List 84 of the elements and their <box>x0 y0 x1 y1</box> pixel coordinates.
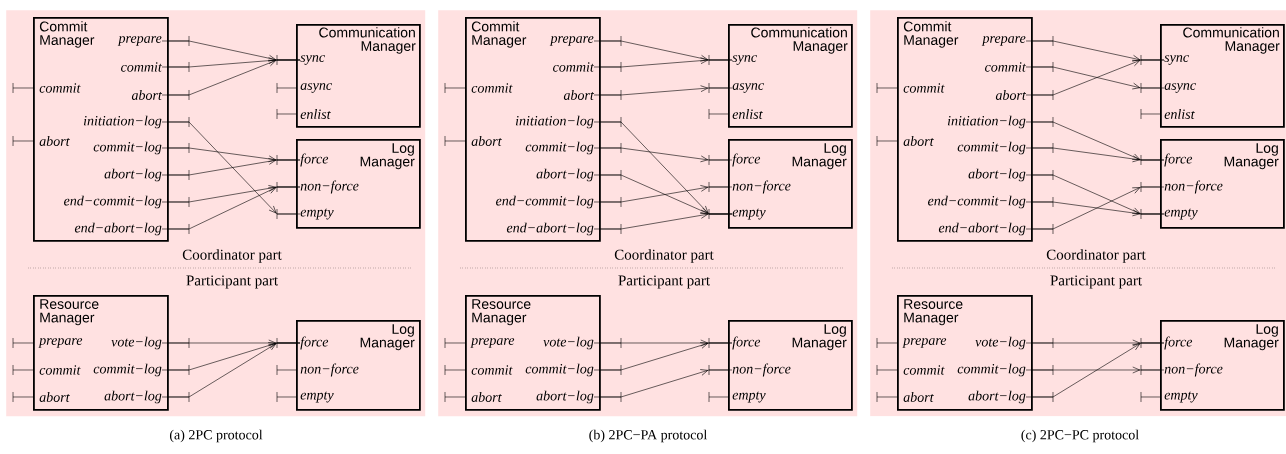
port-label: abort <box>39 392 70 402</box>
port-label: end−abort−log <box>938 222 1026 236</box>
port-label: commit−log <box>957 363 1026 377</box>
section-label: Participant part <box>1050 275 1142 289</box>
port-label: force <box>1164 336 1193 350</box>
port-label: abort−log <box>536 390 594 404</box>
subfigure-caption: (c) 2PC−PC protocol <box>1021 429 1139 443</box>
port-label: prepare <box>902 338 947 348</box>
port-label: non−force <box>732 363 791 377</box>
port-label: commit <box>471 83 513 93</box>
port-label: empty <box>732 391 766 403</box>
port-label: abort <box>471 392 502 402</box>
port-label: abort−log <box>104 168 162 182</box>
port-label: empty <box>1164 208 1198 220</box>
port-label: abort−log <box>968 390 1026 404</box>
port-label: abort−log <box>968 168 1026 182</box>
port-label: end−commit−log <box>496 195 594 209</box>
port-label: commit−log <box>957 141 1026 155</box>
port-label: sync <box>732 55 757 65</box>
port-label: commit <box>903 83 945 93</box>
port-label: abort <box>131 90 163 100</box>
section-label: Participant part <box>618 275 710 289</box>
port-label: abort <box>903 392 934 402</box>
port-label: abort−log <box>536 168 594 182</box>
subfigure-caption: (a) 2PC protocol <box>169 429 263 443</box>
port-label: commit <box>39 83 81 93</box>
port-label: end−commit−log <box>64 195 162 209</box>
section-label: Coordinator part <box>614 249 714 263</box>
port-label: end−abort−log <box>74 222 162 236</box>
port-label: prepare <box>38 338 83 348</box>
port-label: initiation−log <box>83 115 162 129</box>
port-label: commit−log <box>525 363 594 377</box>
port-label: enlist <box>300 109 331 119</box>
port-label: commit <box>553 62 595 72</box>
port-label: abort−log <box>104 390 162 404</box>
port-label: async <box>732 83 764 93</box>
port-label: commit <box>985 62 1027 72</box>
port-label: force <box>300 336 329 350</box>
port-label: commit <box>39 365 81 375</box>
port-label: non−force <box>300 363 359 377</box>
section-label: Participant part <box>186 275 278 289</box>
port-label: commit−log <box>93 141 162 155</box>
port-label: end−abort−log <box>506 222 594 236</box>
port-label: end−commit−log <box>928 195 1026 209</box>
port-label: force <box>732 153 761 167</box>
port-label: vote−log <box>111 336 162 350</box>
port-label: async <box>300 83 332 93</box>
port-label: force <box>1164 153 1193 167</box>
section-label: Coordinator part <box>1046 249 1146 263</box>
section-label: Coordinator part <box>182 249 282 263</box>
port-label: abort <box>39 136 70 146</box>
port-label: force <box>732 336 761 350</box>
port-label: commit−log <box>93 363 162 377</box>
port-label: vote−log <box>543 336 594 350</box>
subfigure-caption: (b) 2PC−PA protocol <box>589 429 707 443</box>
port-label: initiation−log <box>947 115 1026 129</box>
port-label: vote−log <box>975 336 1026 350</box>
port-label: async <box>1164 83 1196 93</box>
port-label: abort <box>471 136 502 146</box>
port-label: prepare <box>981 36 1026 46</box>
port-label: non−force <box>1164 363 1223 377</box>
port-label: enlist <box>1164 109 1195 119</box>
port-label: prepare <box>470 338 515 348</box>
port-label: initiation−log <box>515 115 594 129</box>
port-label: commit <box>471 365 513 375</box>
port-label: non−force <box>732 180 791 194</box>
port-label: empty <box>732 208 766 220</box>
port-label: non−force <box>300 180 359 194</box>
port-label: sync <box>300 55 325 65</box>
port-label: prepare <box>117 36 162 46</box>
port-label: abort <box>903 136 934 146</box>
port-label: commit−log <box>525 141 594 155</box>
port-label: prepare <box>549 36 594 46</box>
port-label: commit <box>903 365 945 375</box>
port-label: force <box>300 153 329 167</box>
port-label: commit <box>121 62 163 72</box>
port-label: sync <box>1164 55 1189 65</box>
port-label: empty <box>300 208 334 220</box>
port-label: enlist <box>732 109 763 119</box>
port-label: abort <box>563 90 595 100</box>
port-label: empty <box>1164 391 1198 403</box>
port-label: abort <box>995 90 1027 100</box>
port-label: non−force <box>1164 180 1223 194</box>
port-label: empty <box>300 391 334 403</box>
